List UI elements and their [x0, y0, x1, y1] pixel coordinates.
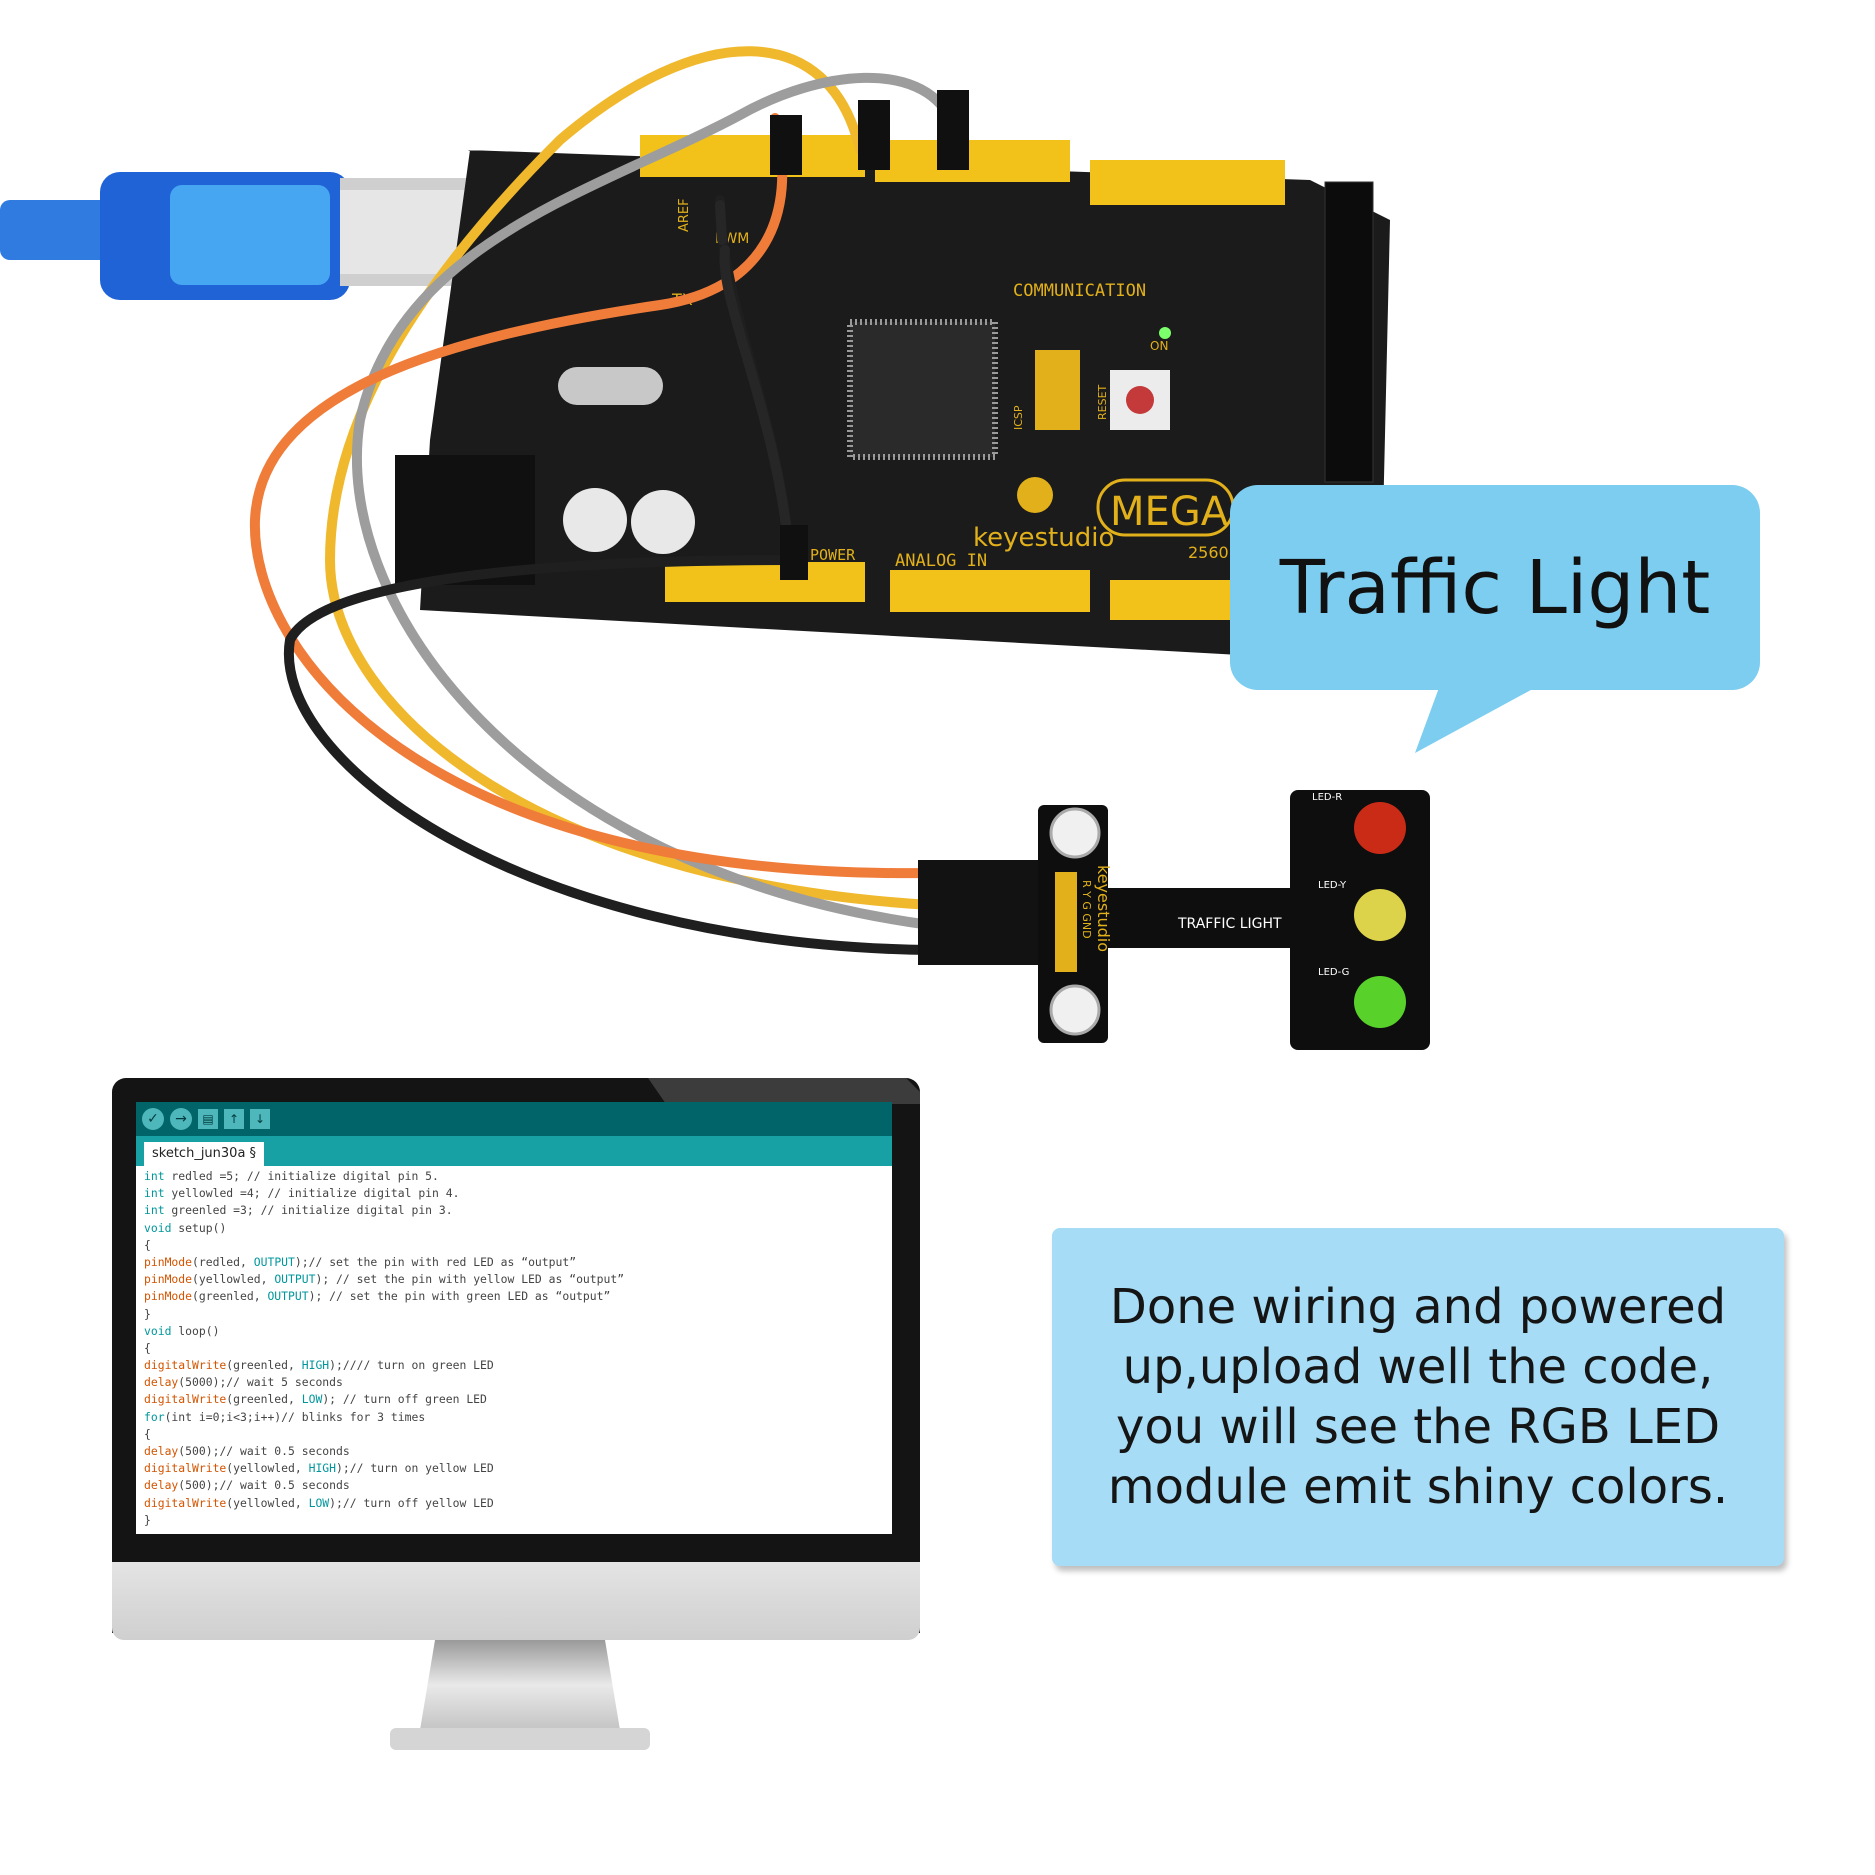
sketch-tab[interactable]: sketch_jun30a § — [144, 1142, 265, 1166]
monitor-chin — [112, 1562, 920, 1640]
ide-toolbar: ✓ → ▤ ↑ ↓ — [136, 1102, 892, 1136]
board-label-communication: COMMUNICATION — [1013, 281, 1146, 301]
bezel-glare — [648, 1078, 920, 1104]
code-line: { — [144, 1237, 151, 1252]
info-box: Done wiring and powered up,upload well t… — [1052, 1228, 1784, 1566]
dupont-head-yellow — [858, 100, 890, 170]
module-dupont-connector — [918, 860, 1038, 965]
code-line: digitalWrite(yellowled, HIGH);// turn on… — [144, 1461, 494, 1476]
ladybug-logo — [1017, 477, 1053, 513]
code-line: } — [144, 1306, 151, 1321]
code-line: void setup() — [144, 1220, 227, 1235]
bubble-title: Traffic Light — [1279, 544, 1711, 631]
code-line: delay(500);// wait 0.5 seconds — [144, 1444, 350, 1458]
dupont-head-black — [780, 525, 808, 580]
module-brand: keyestudio — [1094, 865, 1113, 952]
bottom-header-1 — [665, 562, 865, 602]
mcu-chip — [847, 319, 998, 460]
wiring-scene: COMMUNICATION ANALOG IN POWER ON TX PWM … — [0, 46, 1430, 1050]
code-line: pinMode(greenled, OUTPUT); // set the pi… — [144, 1289, 611, 1304]
code-line: { — [144, 1426, 151, 1441]
on-led — [1159, 327, 1171, 339]
monitor-stand — [390, 1640, 650, 1750]
code-line: digitalWrite(greenled, LOW); // turn off… — [144, 1392, 487, 1407]
code-line: int yellowled =4; // initialize digital … — [144, 1186, 460, 1201]
led-label-y: LED-Y — [1318, 880, 1347, 891]
code-line: int redled =5; // initialize digital pin… — [144, 1169, 439, 1183]
new-sketch-icon[interactable]: ▤ — [198, 1109, 218, 1129]
board-label-reset: RESET — [1096, 384, 1109, 420]
bottom-header-2 — [890, 570, 1090, 612]
code-line: int greenled =3; // initialize digital p… — [144, 1203, 453, 1218]
led-yellow — [1354, 889, 1406, 941]
mount-hole-top — [1049, 807, 1101, 859]
dupont-head-gray — [937, 90, 969, 170]
capacitor-1 — [563, 488, 627, 552]
board-label-on: ON — [1150, 339, 1168, 353]
ide-window: ✓ → ▤ ↑ ↓ sketch_jun30a § int redled =5;… — [136, 1102, 892, 1534]
module-pin-header — [1055, 872, 1077, 972]
info-line: up,upload well the code, — [1122, 1339, 1714, 1395]
save-sketch-icon[interactable]: ↓ — [250, 1109, 270, 1129]
crystal — [558, 367, 663, 405]
code-line: digitalWrite(greenled, HIGH);//// turn o… — [144, 1358, 494, 1373]
led-red — [1354, 802, 1406, 854]
board-model: MEGA — [1110, 489, 1229, 535]
code-editor[interactable]: int redled =5; // initialize digital pin… — [136, 1166, 892, 1531]
jumper-wires — [249, 46, 955, 955]
info-text: Done wiring and powered up,upload well t… — [1068, 1277, 1768, 1517]
speech-bubble — [1230, 485, 1760, 753]
wire-gray — [351, 72, 955, 930]
bottom-header-3 — [1110, 580, 1240, 620]
verify-icon[interactable]: ✓ — [142, 1108, 164, 1130]
code-line: pinMode(redled, OUTPUT);// set the pin w… — [144, 1254, 577, 1269]
led-label-r: LED-R — [1312, 792, 1342, 803]
icsp-jumper — [1035, 350, 1080, 430]
dupont-head-orange — [770, 115, 802, 175]
module-name: TRAFFIC LIGHT — [1177, 916, 1282, 932]
board-label-aref: AREF — [677, 198, 692, 232]
code-line: digitalWrite(yellowled, LOW);// turn off… — [144, 1495, 494, 1510]
code-line: for(int i=0;i<3;i++)// blinks for 3 time… — [144, 1409, 426, 1424]
code-line: delay(500);// wait 0.5 seconds — [144, 1478, 350, 1493]
arduino-mega-board: COMMUNICATION ANALOG IN POWER ON TX PWM … — [395, 135, 1390, 655]
board-brand: keyestudio — [973, 523, 1114, 553]
traffic-light-module: TRAFFIC LIGHT keyestudio R Y G GND LED-R… — [918, 790, 1430, 1050]
led-label-g: LED-G — [1318, 967, 1349, 978]
board-label-power: POWER — [810, 546, 856, 564]
capacitor-2 — [631, 490, 695, 554]
info-line: you will see the RGB LED — [1115, 1399, 1721, 1455]
led-green — [1354, 976, 1406, 1028]
code-line: } — [144, 1512, 151, 1527]
wire-black-board — [715, 200, 795, 570]
top-header-1 — [640, 135, 865, 177]
ide-tabbar: sketch_jun30a § — [136, 1136, 892, 1166]
code-line: void loop() — [144, 1323, 220, 1338]
top-header-2 — [875, 140, 1070, 182]
code-line: { — [144, 1340, 151, 1355]
info-line: Done wiring and powered — [1109, 1279, 1727, 1335]
info-line: module emit shiny colors. — [1107, 1459, 1729, 1515]
upload-icon[interactable]: → — [170, 1108, 192, 1130]
reset-button-cap — [1126, 386, 1154, 414]
code-line: delay(5000);// wait 5 seconds — [144, 1375, 343, 1390]
power-jack — [395, 455, 535, 585]
right-header — [1324, 181, 1374, 483]
module-pin-labels: R Y G GND — [1080, 880, 1093, 939]
board-label-icsp: ICSP — [1012, 405, 1025, 430]
top-header-3 — [1090, 160, 1285, 205]
open-sketch-icon[interactable]: ↑ — [224, 1109, 244, 1129]
board-model-number: 2560 — [1188, 543, 1229, 562]
board-label-analog-in: ANALOG IN — [895, 551, 987, 571]
mount-hole-bottom — [1049, 984, 1101, 1036]
code-line: pinMode(yellowled, OUTPUT); // set the p… — [144, 1272, 625, 1287]
